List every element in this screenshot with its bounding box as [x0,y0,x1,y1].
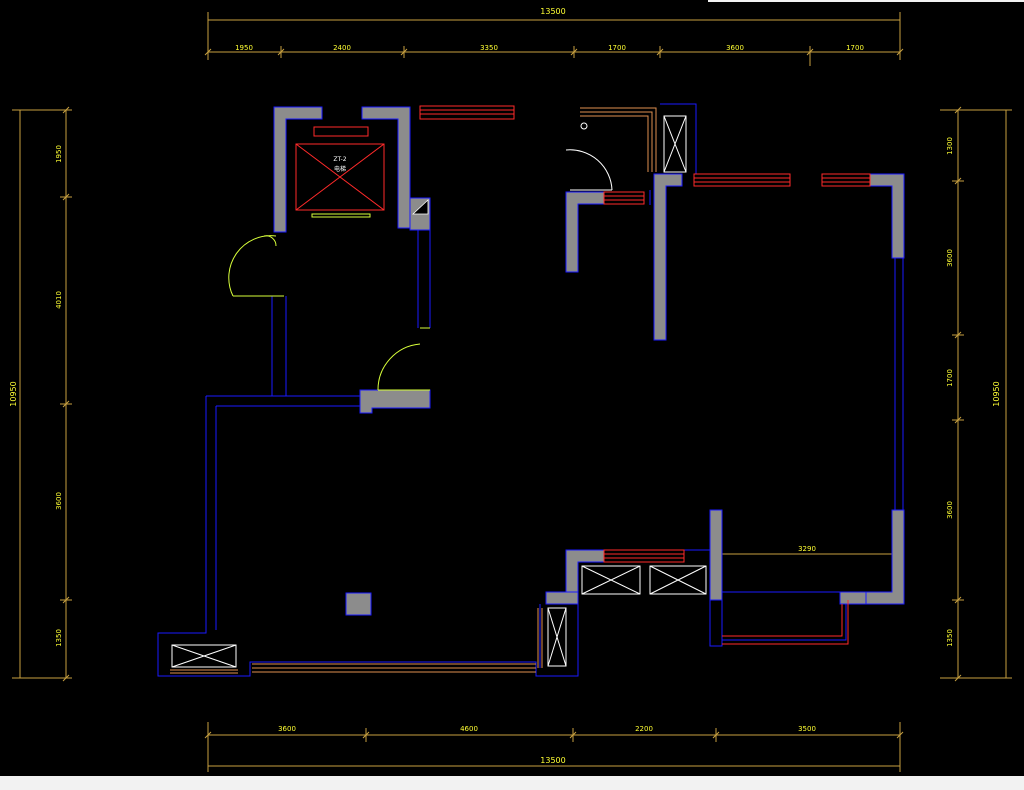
dim-right-segment: 1350 [946,629,954,647]
dim-top-segment: 3350 [480,44,498,52]
dim-top-segment: 1950 [235,44,253,52]
dim-bottom-total: 13500 [540,756,565,765]
doors [228,149,613,391]
equipment [171,115,707,668]
toolbar-edge [708,0,1024,2]
wall-outlines [157,103,904,677]
dim-left-total: 10950 [9,381,18,406]
dimension-lines [12,12,1012,772]
dim-bottom-segment: 3600 [278,725,296,733]
dim-right-segment: 1700 [946,369,954,387]
dim-top-segment: 3600 [726,44,744,52]
dim-right-segment: 1300 [946,137,954,155]
windows [170,105,871,674]
elevator-label: ZT-2 [333,156,346,163]
dim-bottom-segment: 3500 [798,725,816,733]
dim-right-segment: 3600 [946,501,954,519]
dim-top-segment: 1700 [846,44,864,52]
dim-top-segment: 1700 [608,44,626,52]
elevator: ZT-2 电梯 [295,126,429,218]
dim-left-segment: 1350 [55,629,63,647]
structural-walls [273,106,905,616]
dim-right-segment: 3600 [946,249,954,267]
status-bar [0,776,1024,790]
elevator-label: 电梯 [334,165,346,173]
dim-bottom-segment: 2200 [635,725,653,733]
dim-top-total: 13500 [540,7,565,16]
dimension-ticks [62,48,962,739]
dim-balcony-width: 3290 [798,545,816,553]
dim-bottom-segment: 4600 [460,725,478,733]
dim-left-segment: 4010 [55,291,63,309]
dim-top-segment: 2400 [333,44,351,52]
dim-right-total: 10950 [992,381,1001,406]
dim-left-segment: 1950 [55,145,63,163]
dim-left-segment: 3600 [55,492,63,510]
